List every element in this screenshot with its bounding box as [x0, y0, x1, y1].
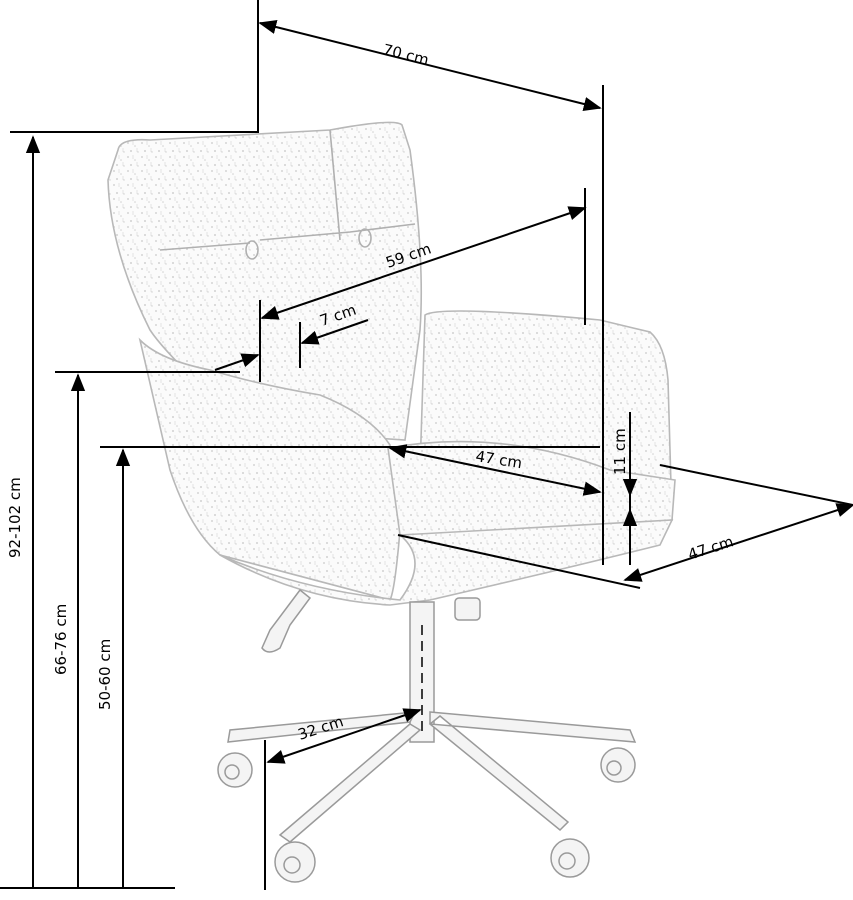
casters [217, 747, 636, 883]
label-total-width: 70 cm [381, 40, 431, 69]
label-seat-height: 50-60 cm [96, 639, 114, 710]
backrest-button [245, 240, 259, 260]
adjust-knob [454, 597, 481, 621]
label-base-radius: 32 cm [296, 712, 346, 744]
label-seat-width: 47 cm [686, 532, 736, 564]
chair-left-armrest [138, 337, 401, 601]
label-total-height: 92-102 cm [6, 477, 24, 558]
label-armrest-height: 66-76 cm [52, 604, 70, 675]
chair-base [227, 711, 637, 843]
tilt-lever [261, 588, 312, 653]
label-seat-thickness: 11 cm [611, 428, 629, 475]
chair-illustration [107, 121, 676, 883]
